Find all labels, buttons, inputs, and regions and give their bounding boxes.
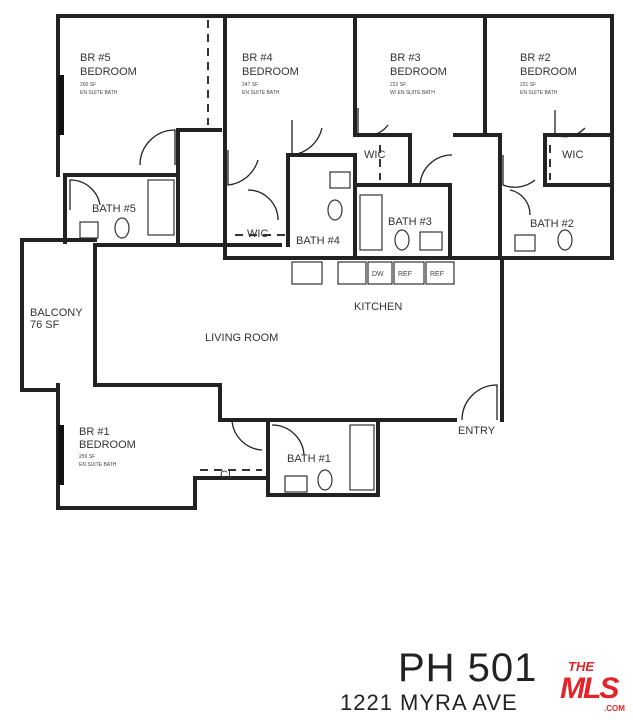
- refrigerator: [393, 261, 425, 285]
- br2-type: BEDROOM: [520, 66, 577, 78]
- br2-label: BR #2: [520, 52, 551, 64]
- br4-label: BR #4: [242, 52, 273, 64]
- bath5-label: BATH #5: [92, 203, 136, 215]
- br1-note: EN SUITE BATH: [79, 462, 117, 468]
- refrigerator: [425, 261, 455, 285]
- unit-title: PH 501: [398, 646, 538, 690]
- kitchen-label: KITCHEN: [354, 301, 402, 313]
- wic-label: WIC: [247, 228, 268, 240]
- dw-label: DW: [372, 271, 384, 278]
- dishwasher: [367, 261, 393, 285]
- bathtub: [359, 194, 383, 251]
- br5-label: BR #5: [80, 52, 111, 64]
- br5-type: BEDROOM: [80, 66, 137, 78]
- logo-mls: MLS: [560, 672, 619, 705]
- br3-area: 222 SF: [390, 82, 406, 88]
- wic-label: WIC: [364, 149, 385, 161]
- fixtures: [58, 75, 573, 493]
- mls-logo: THE MLS .COM: [560, 660, 630, 715]
- sink: [79, 221, 99, 239]
- logo-the: THE: [568, 659, 594, 674]
- balcony-area: 76 SF: [30, 319, 60, 331]
- cooktop: [291, 261, 323, 285]
- bath3-label: BATH #3: [388, 216, 432, 228]
- sink: [329, 171, 351, 189]
- br3-type: BEDROOM: [390, 66, 447, 78]
- room-labels: BR #5 BEDROOM 260 SF EN SUITE BATH BR #4…: [30, 52, 583, 481]
- br5-note: EN SUITE BATH: [80, 90, 118, 96]
- br5-area: 260 SF: [80, 82, 96, 88]
- bath2-label: BATH #2: [530, 218, 574, 230]
- bath4-label: BATH #4: [296, 235, 340, 247]
- toilet: [557, 229, 573, 251]
- ref-label: REF: [398, 271, 412, 278]
- bath1-label: BATH #1: [287, 453, 331, 465]
- logo-com: .COM: [604, 704, 625, 713]
- doors: [69, 108, 586, 456]
- balcony-label: BALCONY: [30, 307, 83, 319]
- br1-label: BR #1: [79, 426, 110, 438]
- bathtub: [349, 424, 375, 491]
- window: [58, 425, 64, 485]
- br1-type: BEDROOM: [79, 439, 136, 451]
- living-room-label: LIVING ROOM: [205, 332, 278, 344]
- sink: [284, 475, 308, 493]
- br4-note: EN SUITE BATH: [242, 90, 280, 96]
- entry-label: ENTRY: [458, 425, 496, 437]
- ref-label: REF: [430, 271, 444, 278]
- br2-note: EN SUITE BATH: [520, 90, 558, 96]
- toilet: [327, 199, 343, 221]
- walls: [20, 14, 614, 510]
- wic-label: WIC: [562, 149, 583, 161]
- window: [58, 75, 64, 135]
- bathtub: [147, 179, 175, 236]
- br3-note: W/ EN SUITE BATH: [390, 90, 435, 96]
- br3-label: BR #3: [390, 52, 421, 64]
- closet-dashes: [200, 20, 551, 471]
- br4-type: BEDROOM: [242, 66, 299, 78]
- address: 1221 MYRA AVE: [340, 690, 518, 715]
- sink: [514, 234, 536, 252]
- br1-area: 259 SF: [79, 454, 95, 460]
- toilet: [114, 217, 130, 239]
- br2-area: 231 SF: [520, 82, 536, 88]
- closet-label: CL: [220, 469, 234, 481]
- toilet: [317, 469, 333, 491]
- toilet: [394, 229, 410, 251]
- br4-area: 247 SF: [242, 82, 258, 88]
- kitchen-sink: [337, 261, 367, 285]
- sink: [419, 231, 443, 251]
